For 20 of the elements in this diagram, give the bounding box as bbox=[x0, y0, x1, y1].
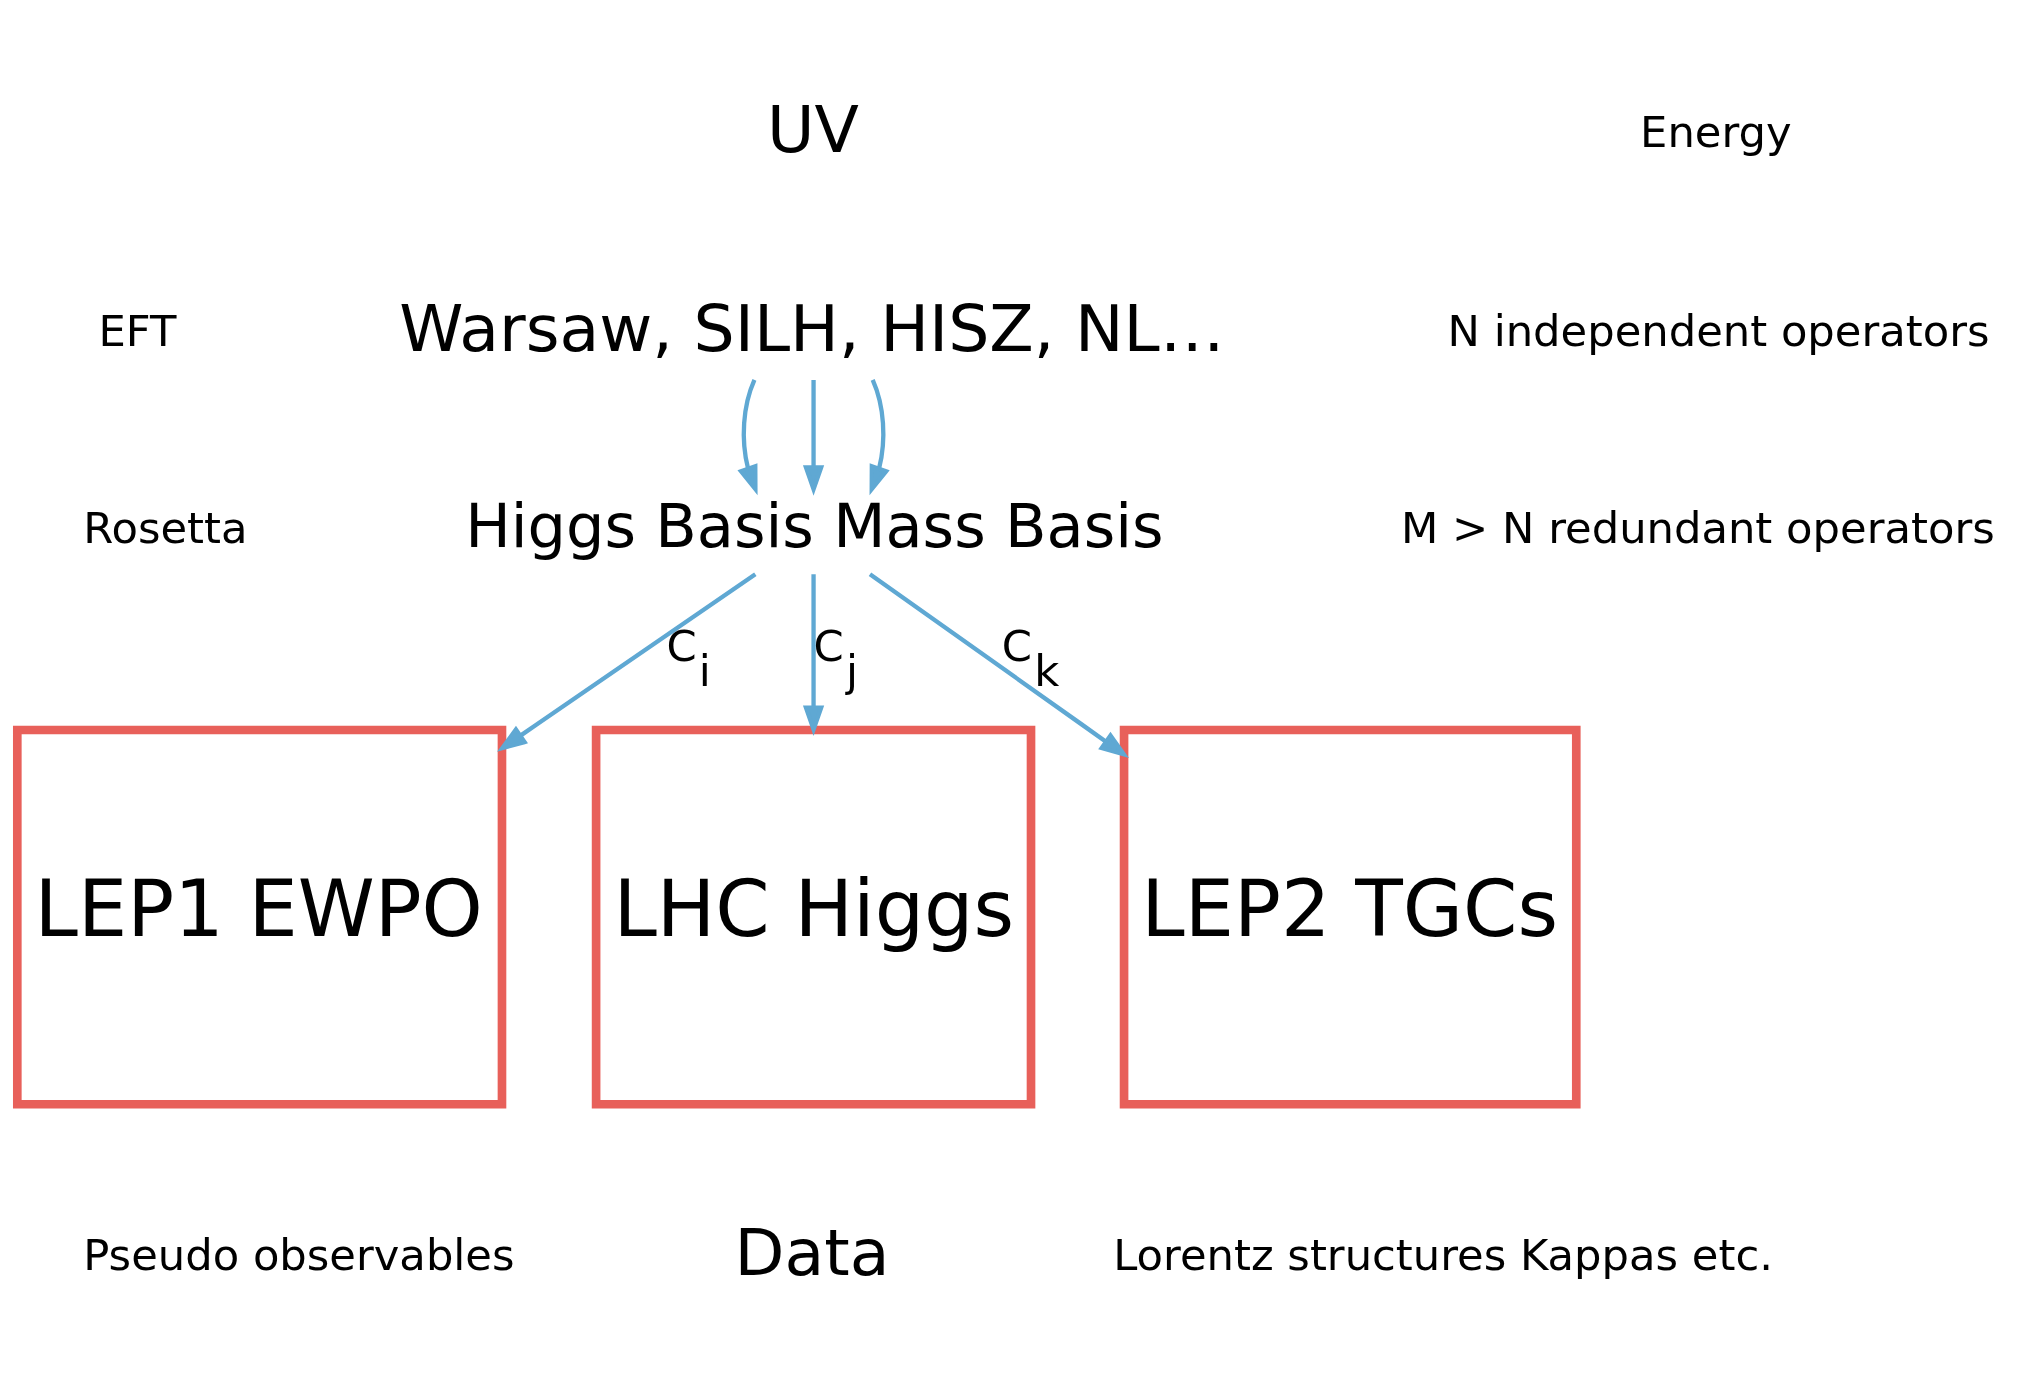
arrow bbox=[737, 378, 758, 495]
arrow bbox=[868, 571, 1130, 758]
label: Rosetta bbox=[83, 502, 248, 553]
node-box: LEP2 TGCs bbox=[1119, 725, 1581, 1109]
arrow bbox=[802, 379, 825, 496]
label: UV bbox=[767, 91, 859, 167]
label: M > N redundant operators bbox=[1401, 502, 1995, 553]
label: N independent operators bbox=[1447, 305, 1990, 356]
label: EFT bbox=[98, 305, 177, 356]
node-text: Warsaw, SILH, HISZ, NL… bbox=[399, 290, 1225, 366]
node-box: LEP1 EWPO bbox=[13, 725, 507, 1109]
arrow bbox=[802, 573, 825, 736]
label: Lorentz structures Kappas etc. bbox=[1113, 1229, 1773, 1280]
label: Pseudo observables bbox=[83, 1229, 515, 1280]
arrow bbox=[869, 378, 890, 495]
label: Data bbox=[734, 1214, 890, 1290]
node-box: LHC Higgs bbox=[591, 725, 1036, 1109]
label: Energy bbox=[1640, 106, 1792, 157]
node-text: Higgs Basis Mass Basis bbox=[465, 490, 1164, 561]
arrow bbox=[496, 571, 757, 752]
